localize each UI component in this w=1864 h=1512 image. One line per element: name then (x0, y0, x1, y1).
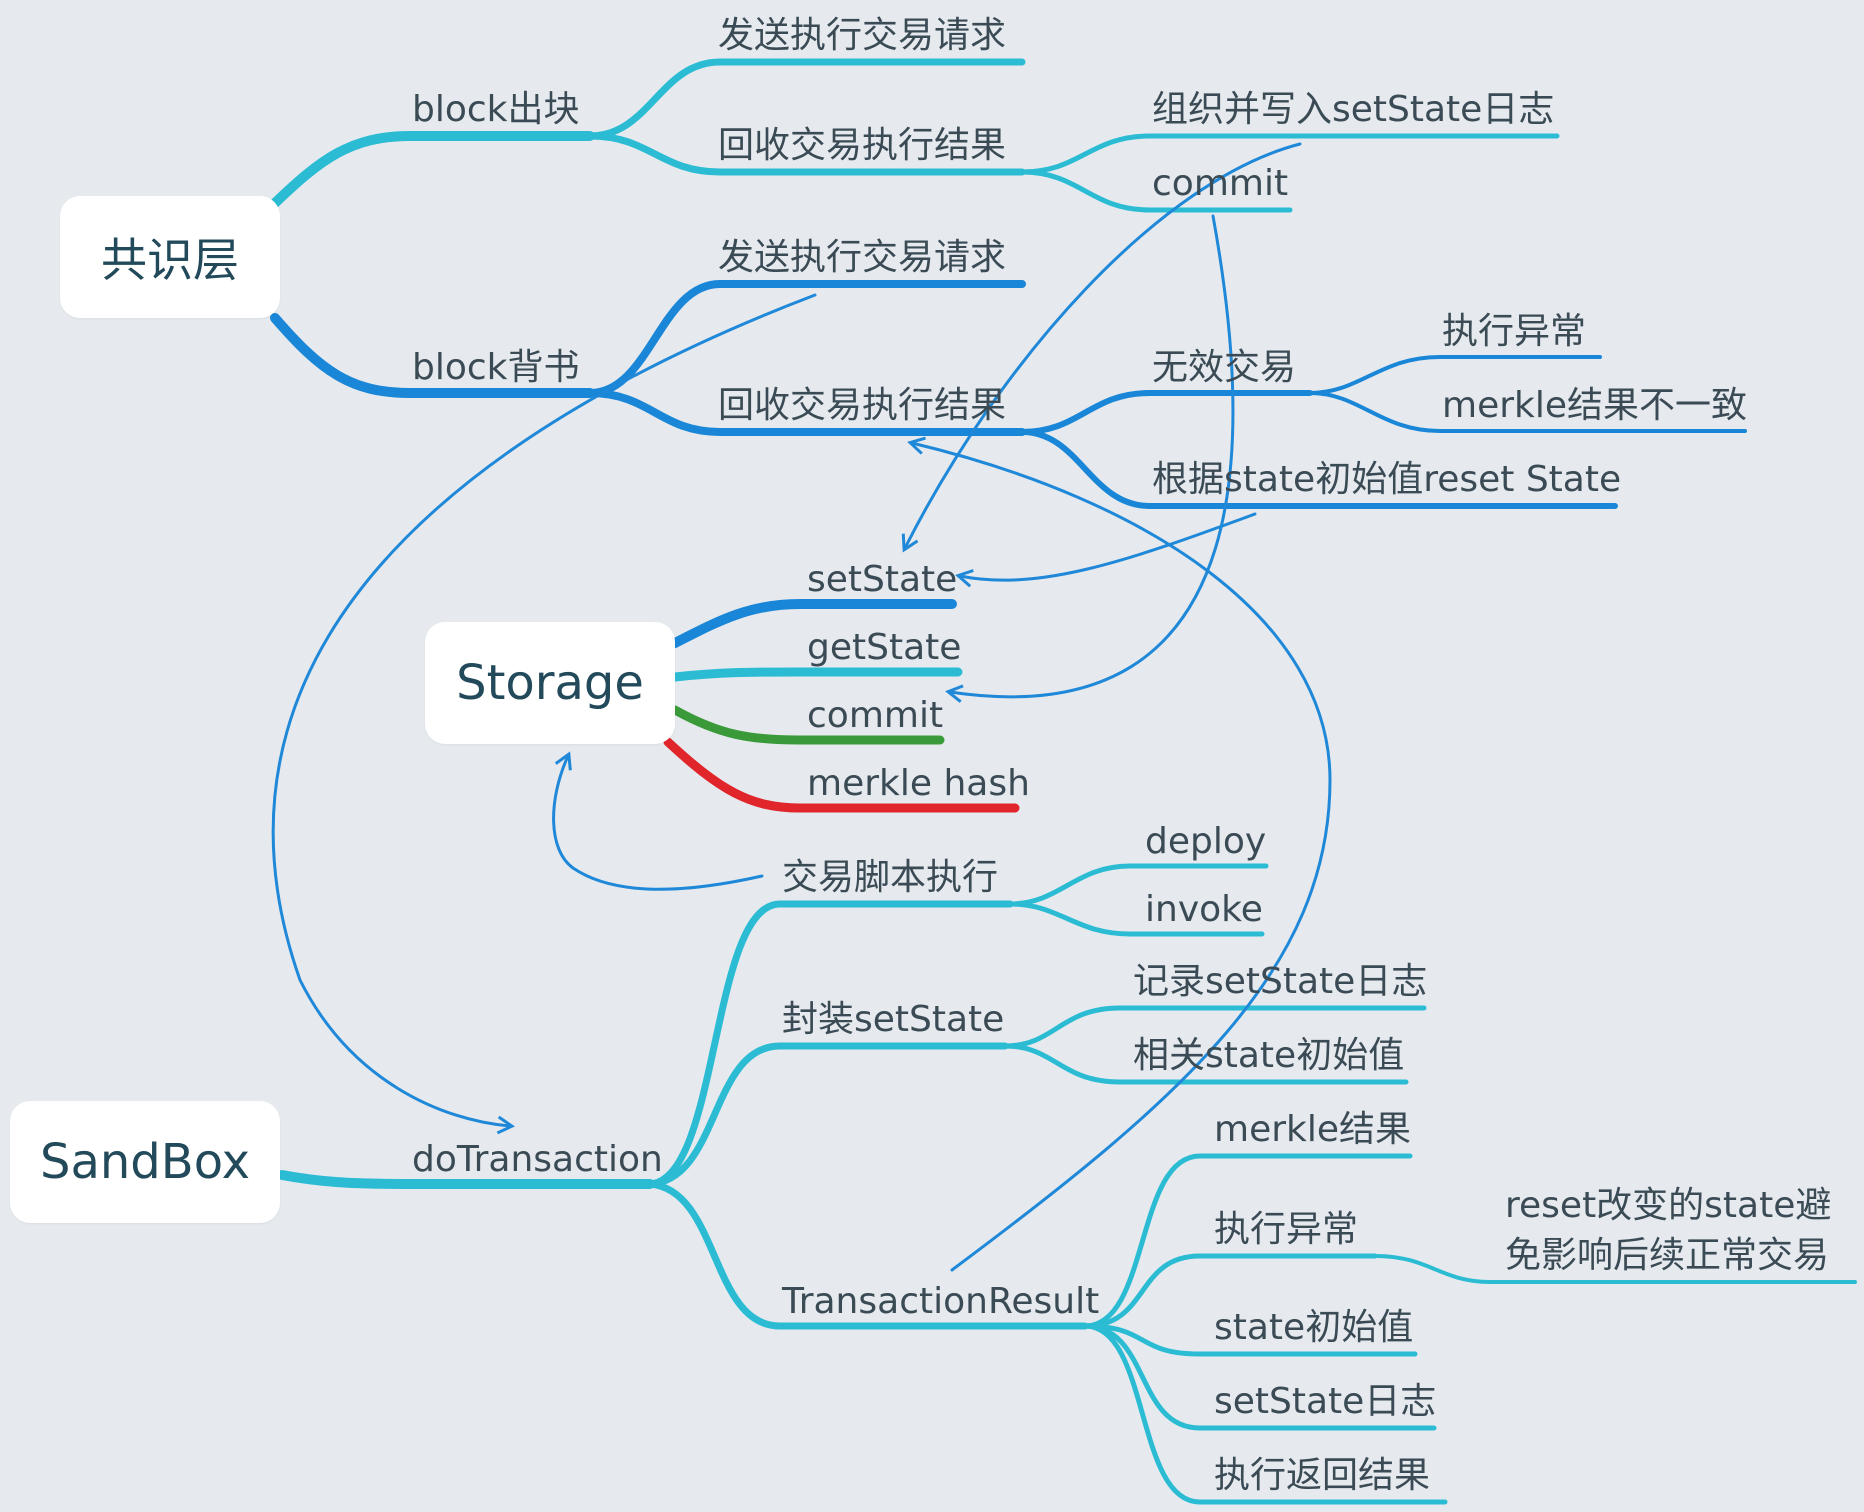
arrow-send-to-dotransaction (271, 293, 817, 1135)
node-return-result[interactable]: 执行返回结果 (1214, 1455, 1431, 1496)
edge-result-return (1082, 1323, 1448, 1505)
node-reset-state[interactable]: 根据state初始值reset State (1152, 459, 1622, 500)
node-do-transaction[interactable]: doTransaction (412, 1139, 663, 1180)
edge-collect-reset (1019, 429, 1618, 509)
arrow-commit-to-storage-commit (945, 214, 1235, 703)
edge-block-endorse-collect (586, 389, 1026, 436)
root-storage-label: Storage (456, 655, 644, 711)
edge-sandbox-dotx (277, 1170, 655, 1189)
node-storage-getstate[interactable]: getState (807, 627, 962, 668)
edge-invalid-merkle (1308, 391, 1747, 433)
arrow-script-to-storage (552, 751, 764, 891)
edge-block-out-send (586, 58, 1026, 140)
node-storage-commit[interactable]: commit (807, 695, 944, 736)
root-storage[interactable]: Storage (425, 622, 675, 744)
sandbox-branches (277, 863, 1857, 1505)
node-endorse-exec-error[interactable]: 执行异常 (1442, 311, 1587, 352)
node-block-endorse-collect-result[interactable]: 回收交易执行结果 (718, 385, 1007, 426)
node-state-initial[interactable]: state初始值 (1214, 1307, 1414, 1348)
edge-exec-error-note (1373, 1254, 1857, 1284)
root-sandbox-label: SandBox (40, 1134, 250, 1190)
edge-storage-merkle (663, 737, 1020, 813)
node-setstate-log[interactable]: setState日志 (1214, 1381, 1437, 1422)
node-transaction-result[interactable]: TransactionResult (782, 1281, 1100, 1322)
arrow-result-to-collect (907, 436, 1332, 1272)
edge-collect-invalid (1019, 390, 1313, 435)
node-merkle-result[interactable]: merkle结果 (1214, 1109, 1412, 1150)
node-wrap-setstate[interactable]: 封装setState (782, 999, 1005, 1040)
root-consensus-label: 共识层 (101, 233, 239, 287)
node-related-state-initial[interactable]: 相关state初始值 (1133, 1035, 1405, 1076)
edge-block-endorse-send (586, 280, 1026, 397)
edge-consensus-block-endorse (270, 313, 595, 398)
edge-invalid-exec-error (1308, 355, 1602, 395)
node-block-endorse[interactable]: block背书 (412, 347, 580, 388)
root-sandbox[interactable]: SandBox (10, 1101, 280, 1223)
edge-consensus-block-out (270, 131, 595, 208)
node-block-out-collect-result[interactable]: 回收交易执行结果 (718, 125, 1007, 166)
node-block-out-commit[interactable]: commit (1152, 163, 1289, 204)
edge-collect-organize (1019, 133, 1560, 175)
node-invoke[interactable]: invoke (1145, 889, 1263, 930)
node-record-setstate-log[interactable]: 记录setState日志 (1133, 961, 1428, 1002)
edge-storage-commit (670, 705, 945, 745)
edge-storage-setstate (670, 599, 957, 648)
relationship-arrows (271, 142, 1332, 1272)
node-script-execution[interactable]: 交易脚本执行 (782, 857, 999, 898)
edge-dotx-wrap (646, 1042, 1009, 1188)
block-out-branch (270, 58, 1560, 213)
node-block-out-send-request[interactable]: 发送执行交易请求 (718, 15, 1007, 56)
storage-branches (663, 599, 1020, 813)
edge-wrap-related (1002, 1043, 1409, 1085)
edge-collect-commit (1019, 169, 1293, 213)
node-result-exec-error[interactable]: 执行异常 (1214, 1209, 1359, 1250)
edge-dotx-result (646, 1180, 1089, 1330)
node-block-endorse-send-request[interactable]: 发送执行交易请求 (718, 237, 1007, 278)
root-consensus-layer[interactable]: 共识层 (60, 196, 280, 318)
node-reset-note-line1[interactable]: reset改变的state避 (1505, 1185, 1832, 1226)
edge-storage-getstate (670, 667, 963, 682)
node-reset-note-line2[interactable]: 免影响后续正常交易 (1505, 1235, 1830, 1276)
edge-wrap-record (1002, 1005, 1427, 1049)
arrow-organize-to-setstate (901, 142, 1302, 553)
edge-result-setstate-log (1082, 1323, 1437, 1431)
edge-script-invoke (1007, 901, 1265, 937)
edge-result-merkle (1082, 1153, 1413, 1329)
arrow-reset-to-setstate (955, 512, 1257, 588)
edge-block-out-collect (586, 132, 1026, 176)
edge-result-state-initial (1082, 1323, 1418, 1357)
node-deploy[interactable]: deploy (1145, 821, 1267, 862)
node-invalid-transaction[interactable]: 无效交易 (1152, 347, 1297, 388)
node-block-out[interactable]: block出块 (412, 89, 580, 130)
edge-script-deploy (1007, 863, 1269, 907)
edge-result-exec-error (1082, 1253, 1378, 1329)
node-storage-setstate[interactable]: setState (807, 559, 958, 600)
node-organize-setstate-log[interactable]: 组织并写入setState日志 (1152, 89, 1555, 130)
edge-dotx-script (646, 900, 1014, 1188)
node-storage-merkle-hash[interactable]: merkle hash (807, 763, 1030, 804)
node-merkle-mismatch[interactable]: merkle结果不一致 (1442, 385, 1748, 426)
